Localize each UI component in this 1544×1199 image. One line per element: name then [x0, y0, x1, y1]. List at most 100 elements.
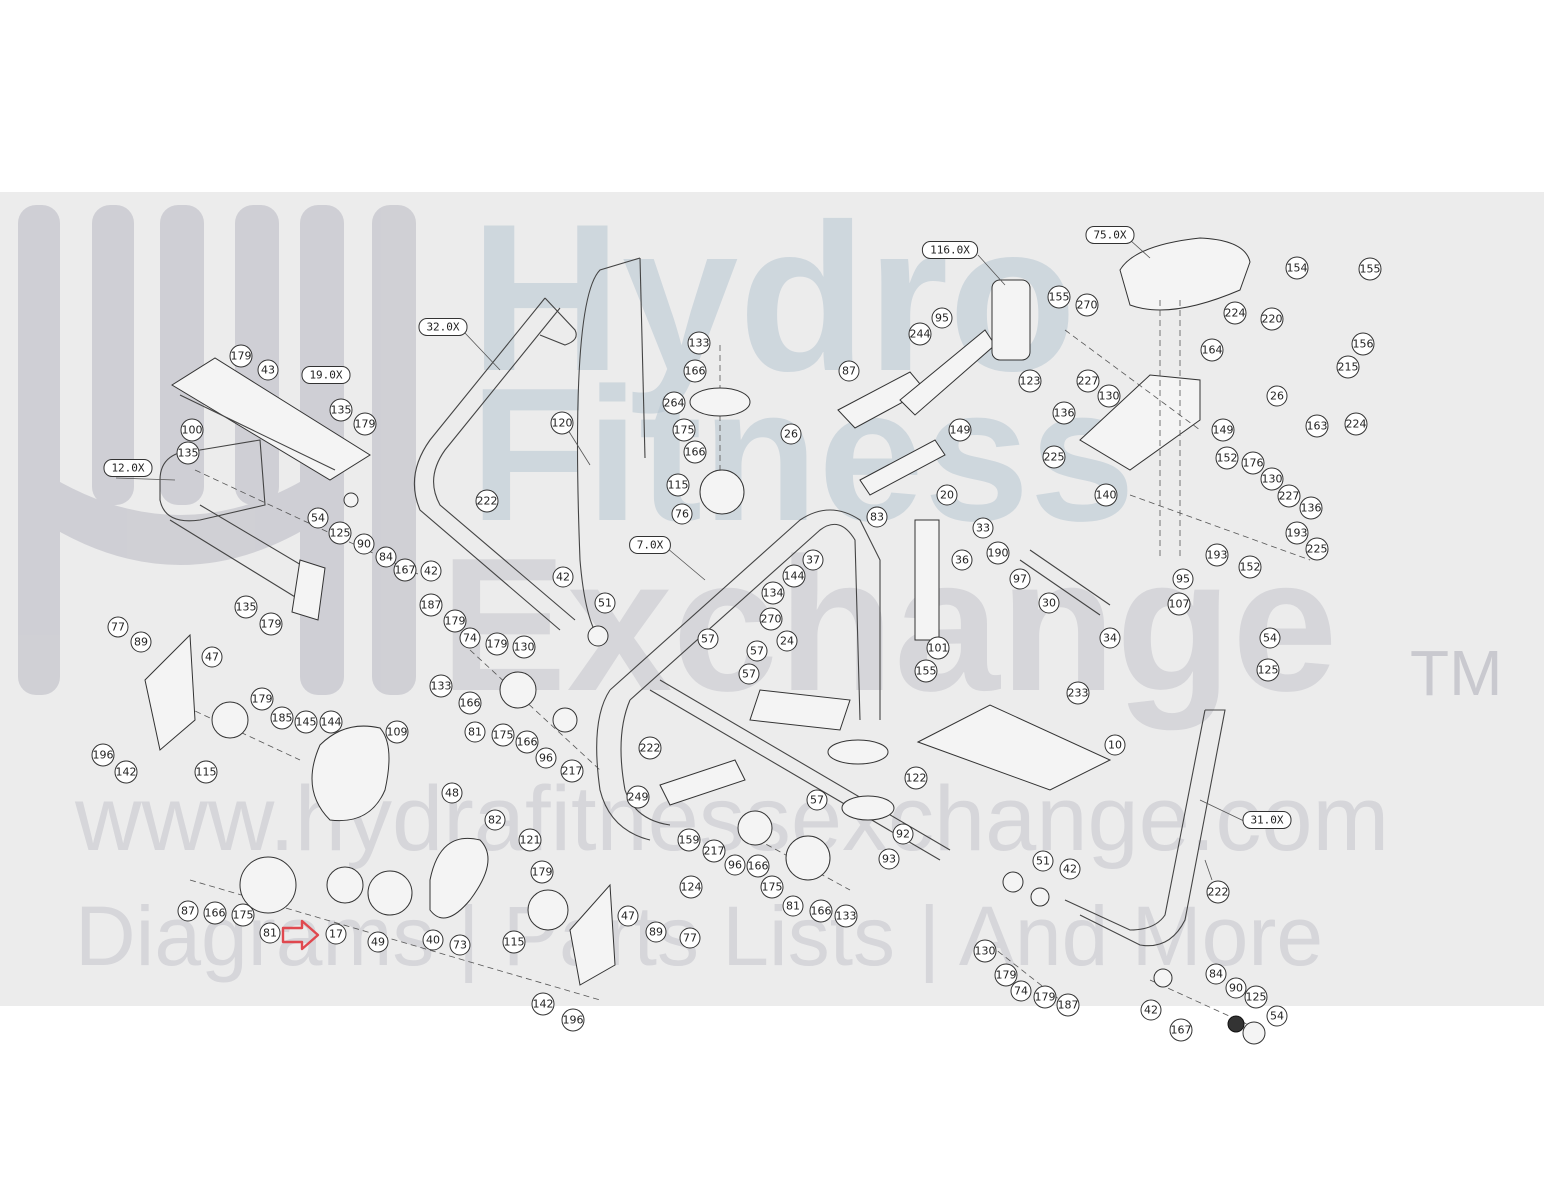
part-callout-number: 166 — [685, 365, 706, 378]
part-callout: 120 — [550, 411, 574, 435]
part-callout: 115 — [502, 930, 526, 954]
part-callout-circle — [1066, 681, 1090, 705]
line-art — [115, 237, 1311, 1045]
part-callout: 135 — [234, 595, 258, 619]
part-callout-circle — [926, 636, 950, 660]
part-callout: 84 — [1205, 963, 1227, 985]
assembly-label-text: 116.0X — [930, 244, 970, 257]
highlight-arrow-icon — [281, 919, 320, 951]
part-callout: 163 — [1305, 414, 1329, 438]
part-callout: 107 — [1167, 592, 1191, 616]
part-callout-circle — [697, 628, 719, 650]
part-callout-number: 123 — [1020, 375, 1041, 388]
assembly-label-text: 19.0X — [309, 369, 342, 382]
part-callout: 167 — [1169, 1018, 1193, 1042]
part-callout-circle — [294, 710, 318, 734]
part-callout: 57 — [806, 789, 828, 811]
part-callout-circle — [671, 503, 693, 525]
part-callout-number: 270 — [761, 613, 782, 626]
part-callout: 115 — [666, 473, 690, 497]
part-callout: 187 — [1056, 993, 1080, 1017]
part-callout-circle — [353, 533, 375, 555]
part-callout-number: 156 — [1353, 338, 1374, 351]
part-callout: 77 — [679, 927, 701, 949]
part-callout-number: 100 — [182, 424, 203, 437]
part-callout-circle — [231, 903, 255, 927]
part-callout-number: 136 — [1054, 407, 1075, 420]
part-callout-number: 82 — [488, 814, 502, 827]
part-callout-number: 125 — [330, 527, 351, 540]
part-callout: 20 — [936, 484, 958, 506]
part-callout: 42 — [1059, 858, 1081, 880]
part-callout-circle — [776, 630, 798, 652]
part-callout-circle — [1344, 412, 1368, 436]
part-callout-circle — [530, 860, 554, 884]
part-callout-circle — [1223, 301, 1247, 325]
part-callout-circle — [375, 546, 397, 568]
part-callout-number: 145 — [296, 716, 317, 729]
part-callout-circle — [1075, 293, 1099, 317]
part-callout-number: 84 — [1209, 968, 1223, 981]
part-callout: 134 — [761, 581, 785, 605]
part-callout-number: 185 — [272, 712, 293, 725]
part-callout: 115 — [194, 760, 218, 784]
part-callout: 166 — [458, 691, 482, 715]
part-callout-number: 73 — [453, 939, 467, 952]
part-callout: 54 — [1266, 1005, 1288, 1027]
part-callout: 48 — [441, 782, 463, 804]
part-callout: 179 — [994, 963, 1018, 987]
part-callout-number: 196 — [93, 749, 114, 762]
part-callout: 81 — [782, 895, 804, 917]
part-callout-number: 175 — [762, 881, 783, 894]
part-callout-circle — [626, 785, 650, 809]
part-callout: 51 — [594, 592, 616, 614]
part-callout-circle — [994, 963, 1018, 987]
part-callout-number: 48 — [445, 787, 459, 800]
part-callout: 47 — [201, 646, 223, 668]
part-callout-number: 225 — [1044, 451, 1065, 464]
part-callout-number: 179 — [355, 418, 376, 431]
part-callout-number: 152 — [1217, 452, 1238, 465]
part-callout: 196 — [91, 743, 115, 767]
part-callout-number: 155 — [1360, 263, 1381, 276]
assembly-label-text: 12.0X — [111, 462, 144, 475]
part-callout-circle — [1260, 307, 1284, 331]
part-callout-number: 155 — [1049, 291, 1070, 304]
part-callout-circle — [683, 440, 707, 464]
part-callout-circle — [229, 344, 253, 368]
part-callout: 224 — [1223, 301, 1247, 325]
part-callout-circle — [328, 521, 352, 545]
part-callout-circle — [177, 900, 199, 922]
part-callout-number: 36 — [955, 554, 969, 567]
part-callout-number: 222 — [477, 495, 498, 508]
part-callout-number: 54 — [311, 512, 325, 525]
part-callout-circle — [702, 839, 726, 863]
part-callout-circle — [560, 759, 584, 783]
part-callout: 37 — [802, 549, 824, 571]
part-callout-number: 10 — [1108, 739, 1122, 752]
part-callout-circle — [759, 607, 783, 631]
part-callout: 179 — [353, 412, 377, 436]
part-callout-circle — [552, 566, 574, 588]
part-callout-circle — [518, 828, 542, 852]
part-callout: 166 — [809, 899, 833, 923]
part-callout-circle — [1169, 1018, 1193, 1042]
part-callout-number: 179 — [252, 693, 273, 706]
part-callout-circle — [485, 632, 509, 656]
part-callout-circle — [834, 904, 858, 928]
assembly-label-box — [921, 241, 979, 259]
part-callout-circle — [422, 929, 444, 951]
part-callout: 140 — [1094, 483, 1118, 507]
part-callout-number: 26 — [1270, 390, 1284, 403]
assembly-label-text: 75.0X — [1093, 229, 1126, 242]
part-callout-circle — [908, 322, 932, 346]
part-callout: 176 — [1241, 451, 1265, 475]
part-callout-number: 89 — [134, 636, 148, 649]
part-callout-number: 17 — [329, 928, 343, 941]
part-callout-circle — [257, 359, 279, 381]
part-callout: 42 — [552, 566, 574, 588]
part-callout: 249 — [626, 785, 650, 809]
part-callout: 26 — [1266, 385, 1288, 407]
part-callout-circle — [780, 423, 802, 445]
